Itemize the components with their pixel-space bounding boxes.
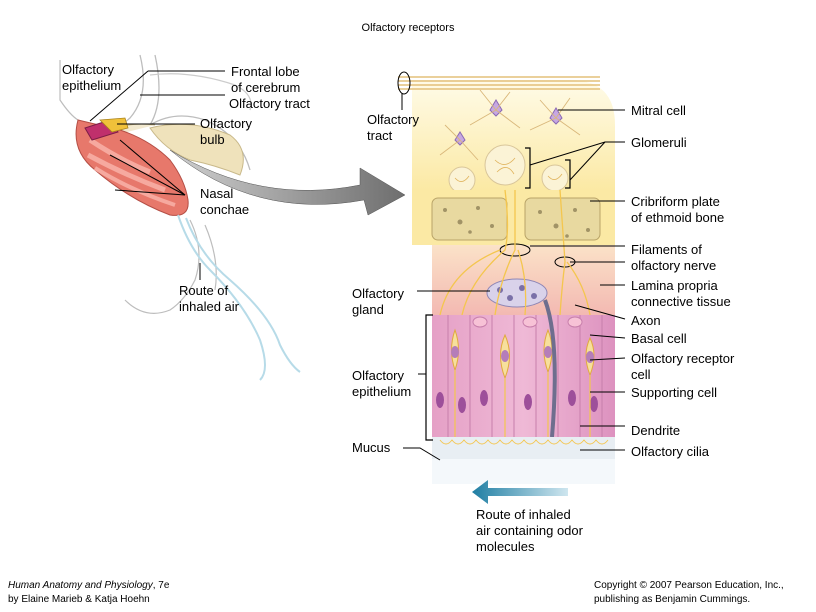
air-flow-arrow <box>472 480 568 504</box>
head-section <box>59 54 301 381</box>
label-olfactory-bulb: Olfactory bulb <box>200 116 253 147</box>
book-title: Human Anatomy and Physiology <box>8 580 153 591</box>
figure-title: Olfactory receptors <box>361 22 455 34</box>
tissue-section <box>397 71 615 504</box>
book-edition: , 7e <box>152 580 170 591</box>
label-cribriform-plate: Cribriform plate of ethmoid bone <box>631 194 725 225</box>
label-olfactory-cilia: Olfactory cilia <box>631 444 710 459</box>
label-axon: Axon <box>631 313 661 328</box>
label-route-odor: Route of inhaled air containing odor mol… <box>476 507 583 554</box>
label-olfactory-tract-left: Olfactory tract <box>229 96 310 111</box>
leader-lines-left <box>89 70 225 280</box>
label-nasal-conchae: Nasal conchae <box>200 186 250 217</box>
label-basal-cell: Basal cell <box>631 331 687 346</box>
label-supporting-cell: Supporting cell <box>631 385 717 400</box>
label-olfactory-gland: Olfactory gland <box>352 286 405 317</box>
label-lamina-propria: Lamina propria connective tissue <box>631 278 731 309</box>
label-olfactory-epithelium-right: Olfactory epithelium <box>352 368 412 399</box>
label-dendrite: Dendrite <box>631 423 681 438</box>
label-olfactory-receptor-cell: Olfactory receptor cell <box>631 351 735 382</box>
label-mitral-cell: Mitral cell <box>631 103 686 118</box>
label-filaments-nerve: Filaments of olfactory nerve <box>631 242 717 273</box>
label-olfactory-epithelium-left: Olfactory epithelium <box>62 62 122 93</box>
label-glomeruli: Glomeruli <box>631 135 687 150</box>
label-mucus: Mucus <box>352 440 391 455</box>
label-route-inhaled-air: Route of inhaled air <box>179 283 239 314</box>
label-olfactory-tract-right: Olfactory tract <box>367 112 420 143</box>
leader-lines-right <box>401 93 626 461</box>
footer-copyright: Copyright © 2007 Pearson Education, Inc.… <box>594 580 784 605</box>
label-frontal-lobe: Frontal lobe of cerebrum <box>231 64 301 95</box>
zoom-arrow <box>169 149 406 216</box>
book-authors: by Elaine Marieb & Katja Hoehn <box>8 594 150 605</box>
